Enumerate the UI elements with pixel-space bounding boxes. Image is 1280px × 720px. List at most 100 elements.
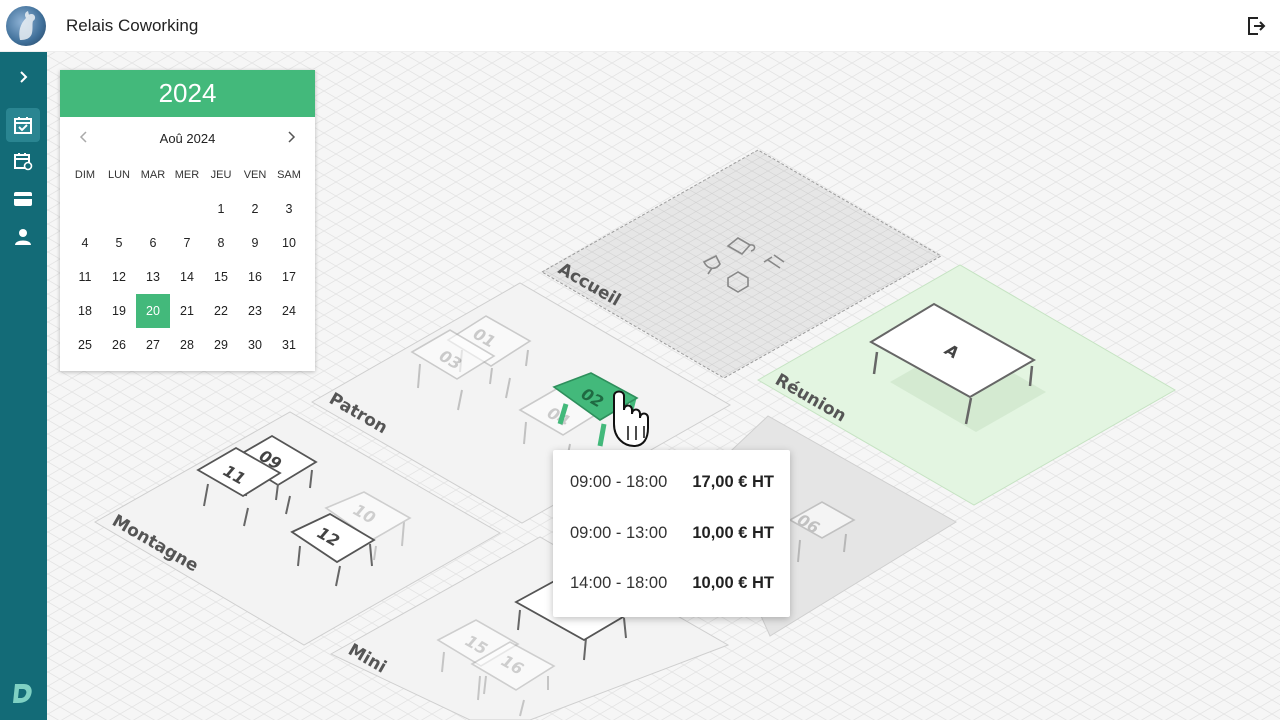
weekday-label: DIM xyxy=(74,169,96,181)
chevron-left-icon xyxy=(79,131,87,143)
logout-button[interactable] xyxy=(1244,14,1268,38)
calendar-empty-cell xyxy=(102,192,136,226)
brand-logo-icon xyxy=(10,680,36,706)
calendar-week-row: 4 5 6 7 8 9 10 xyxy=(68,226,306,260)
calendar-refresh-icon xyxy=(14,153,33,171)
chevron-right-icon xyxy=(20,71,28,83)
table-a[interactable]: A xyxy=(869,302,1037,425)
weekday-label: MAR xyxy=(140,169,166,181)
cutlery-icon xyxy=(763,254,785,269)
calendar-day[interactable]: 11 xyxy=(78,270,92,284)
calendar-day[interactable]: 5 xyxy=(115,236,123,250)
pricing-tooltip: 09:00 - 18:00 17,00 € HT 09:00 - 13:00 1… xyxy=(553,450,790,617)
calendar-empty-cell xyxy=(68,192,102,226)
time-slot-range: 09:00 - 18:00 xyxy=(570,472,668,491)
calendar-empty-cell xyxy=(136,192,170,226)
time-slot-range: 14:00 - 18:00 xyxy=(570,573,668,592)
calendar-day[interactable]: 2 xyxy=(251,202,259,216)
weekday-label: LUN xyxy=(107,169,130,181)
calendar-day[interactable]: 15 xyxy=(214,270,228,284)
person-icon xyxy=(15,229,31,245)
time-slot-option[interactable]: 09:00 - 13:00 10,00 € HT xyxy=(570,513,774,553)
horse-logo-icon xyxy=(19,11,36,40)
next-month-button[interactable] xyxy=(281,129,301,149)
table-16[interactable]: 16 xyxy=(470,641,556,717)
sidebar-expand-button[interactable] xyxy=(6,60,40,94)
weekday-label: JEU xyxy=(210,169,232,181)
calendar-check-icon xyxy=(14,117,32,134)
calendar-week-row: 1 2 3 xyxy=(68,192,306,226)
calendar-day[interactable]: 17 xyxy=(282,270,296,284)
calendar-day[interactable]: 31 xyxy=(282,338,296,352)
coffee-icon xyxy=(726,237,756,256)
top-bar: Relais Coworking xyxy=(0,0,1280,52)
calendar-day[interactable]: 8 xyxy=(217,236,225,250)
calendar-day[interactable]: 18 xyxy=(78,304,92,318)
time-slot-option[interactable]: 09:00 - 18:00 17,00 € HT xyxy=(570,462,774,502)
calendar-day[interactable]: 9 xyxy=(251,236,259,250)
calendar-day[interactable]: 10 xyxy=(282,236,296,250)
calendar-empty-cell xyxy=(170,192,204,226)
zone-accueil[interactable]: Accueil xyxy=(540,149,943,379)
calendar-year[interactable]: 2024 xyxy=(60,70,315,117)
table-06[interactable]: 06 xyxy=(788,501,856,563)
table-12[interactable]: 12 xyxy=(290,512,376,587)
weekday-label: SAM xyxy=(277,169,301,181)
weekday-header: DIM LUN MAR MER JEU VEN SAM xyxy=(68,158,306,192)
calendar-month-label[interactable]: Aoû 2024 xyxy=(159,131,216,146)
time-slot-price: 17,00 € HT xyxy=(692,472,774,491)
calendar-day[interactable]: 16 xyxy=(248,270,262,284)
calendar-day[interactable]: 24 xyxy=(282,304,296,318)
calendar-week-row: 25 26 27 28 29 30 31 xyxy=(68,328,306,362)
zone-mini[interactable]: Mini 15 16 xyxy=(329,536,730,720)
calendar-day[interactable]: 19 xyxy=(112,304,126,318)
app-title: Relais Coworking xyxy=(66,16,199,35)
zone-montagne[interactable]: Montagne 09 11 10 12 xyxy=(93,411,502,646)
calendar-day[interactable]: 12 xyxy=(112,270,126,284)
calendar-day[interactable]: 3 xyxy=(285,202,293,216)
calendar-day[interactable]: 13 xyxy=(146,270,160,284)
wine-glass-icon xyxy=(702,254,721,275)
calendar-day[interactable]: 25 xyxy=(78,338,92,352)
time-slot-option[interactable]: 14:00 - 18:00 10,00 € HT xyxy=(570,563,774,603)
time-slot-price: 10,00 € HT xyxy=(692,573,774,592)
sidebar-item-payment[interactable] xyxy=(6,182,40,216)
time-slot-price: 10,00 € HT xyxy=(692,523,774,542)
previous-month-button[interactable] xyxy=(74,129,94,149)
calendar-week-row: 11 12 13 14 15 16 17 xyxy=(68,260,306,294)
calendar-day[interactable]: 23 xyxy=(248,304,262,318)
calendar-day[interactable]: 30 xyxy=(248,338,262,352)
calendar-day[interactable]: 28 xyxy=(180,338,194,352)
time-slot-range: 09:00 - 13:00 xyxy=(570,523,668,542)
chevron-right-icon xyxy=(288,131,296,143)
sidebar-item-reservation[interactable] xyxy=(6,108,40,142)
calendar-day[interactable]: 27 xyxy=(146,338,160,352)
calendar-day[interactable]: 26 xyxy=(112,338,126,352)
weekday-label: MER xyxy=(174,169,200,181)
beer-mug-icon xyxy=(727,271,749,293)
calendar-day[interactable]: 6 xyxy=(149,236,157,250)
calendar-nav: Aoû 2024 xyxy=(60,117,315,161)
hand-pointer-icon xyxy=(613,390,649,448)
calendar-day[interactable]: 14 xyxy=(180,270,194,284)
calendar-day[interactable]: 1 xyxy=(217,202,225,216)
table-10[interactable]: 10 xyxy=(324,491,412,561)
sidebar-item-profile[interactable] xyxy=(6,220,40,254)
calendar-day[interactable]: 4 xyxy=(81,236,89,250)
calendar-day[interactable]: 22 xyxy=(214,304,228,318)
weekday-label: VEN xyxy=(243,169,267,181)
calendar-day[interactable]: 29 xyxy=(214,338,228,352)
sidebar-item-history[interactable] xyxy=(6,144,40,178)
calendar-day[interactable]: 7 xyxy=(183,236,191,250)
logout-icon xyxy=(1248,17,1266,35)
table-03[interactable]: 03 xyxy=(410,329,496,411)
credit-card-icon xyxy=(14,192,32,206)
calendar-day-selected[interactable]: 20 xyxy=(136,294,170,328)
avatar[interactable] xyxy=(6,6,46,46)
calendar-week-row: 18 19 20 21 22 23 24 xyxy=(68,294,306,328)
table-11[interactable]: 11 xyxy=(196,446,282,527)
sidebar xyxy=(0,52,47,720)
calendar-day[interactable]: 21 xyxy=(180,304,194,318)
